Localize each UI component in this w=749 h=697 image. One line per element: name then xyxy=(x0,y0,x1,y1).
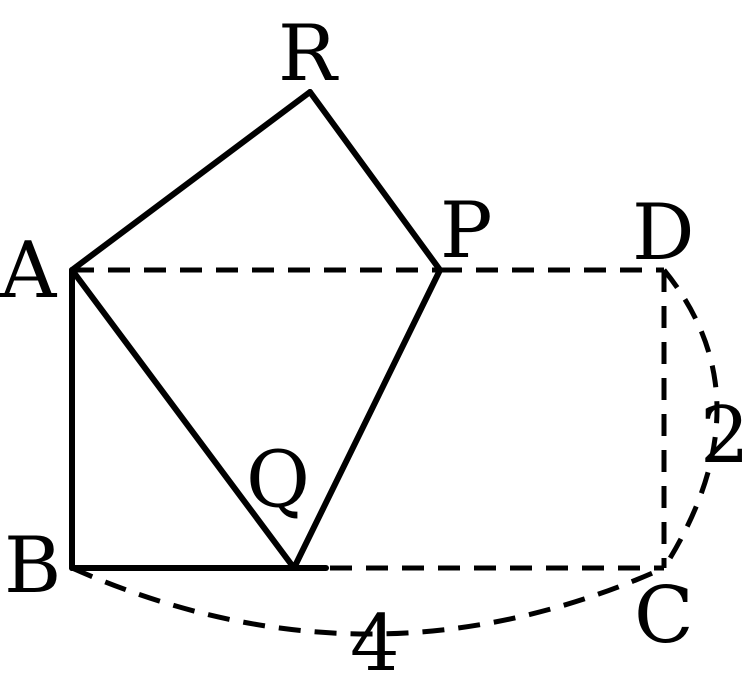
label-length-bc: 4 xyxy=(350,599,400,689)
label-point-Q: Q xyxy=(246,435,310,525)
segment-QP xyxy=(291,267,443,571)
label-point-R: R xyxy=(278,9,339,99)
label-point-P: P xyxy=(440,186,492,276)
dimension-arc-DC xyxy=(661,268,720,570)
dimension-arc-BC xyxy=(70,565,666,637)
segment-RP xyxy=(307,89,443,273)
segment-AR xyxy=(69,89,313,273)
label-point-A: A xyxy=(0,226,58,316)
segment-AQ xyxy=(69,267,297,571)
label-point-B: B xyxy=(4,521,61,611)
label-point-D: D xyxy=(632,188,695,278)
label-length-cd: 2 xyxy=(700,391,749,481)
label-point-C: C xyxy=(634,571,694,661)
